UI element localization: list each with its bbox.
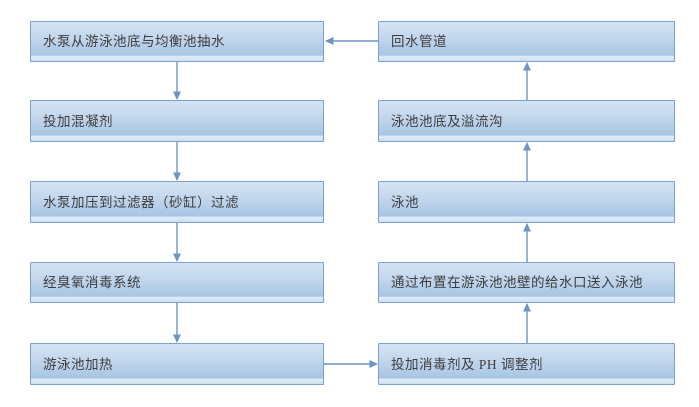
box-sand-filter: 水泵加压到过滤器（砂缸）过滤 (30, 181, 324, 223)
box-pool: 泳池 (378, 181, 675, 223)
box-return-pipe: 回水管道 (378, 21, 675, 62)
box-pool-heating: 游泳池加热 (30, 343, 324, 385)
box-wall-inlet-to-pool-label: 通过布置在游泳池池壁的给水口送入泳池 (391, 275, 643, 290)
box-pool-label: 泳池 (391, 194, 419, 210)
box-pool-bottom-overflow-label: 泳池池底及溢流沟 (391, 113, 503, 129)
box-add-coagulant: 投加混凝剂 (30, 100, 324, 142)
box-ozone-disinfection-label: 经臭氧消毒系统 (43, 275, 141, 290)
box-wall-inlet-to-pool: 通过布置在游泳池池壁的给水口送入泳池 (378, 262, 675, 303)
box-add-disinfectant-ph-label: 投加消毒剂及 PH 调整剂 (391, 356, 544, 372)
box-add-disinfectant-ph: 投加消毒剂及 PH 调整剂 (378, 343, 675, 385)
box-sand-filter-label: 水泵加压到过滤器（砂缸）过滤 (43, 194, 239, 210)
box-pool-bottom-overflow: 泳池池底及溢流沟 (378, 100, 675, 142)
box-return-pipe-label: 回水管道 (391, 34, 447, 49)
box-ozone-disinfection: 经臭氧消毒系统 (30, 262, 324, 303)
box-pump-intake: 水泵从游泳池底与均衡池抽水 (30, 21, 324, 62)
box-pump-intake-label: 水泵从游泳池底与均衡池抽水 (43, 34, 225, 49)
box-pool-heating-label: 游泳池加热 (43, 356, 113, 372)
box-add-coagulant-label: 投加混凝剂 (43, 113, 113, 129)
